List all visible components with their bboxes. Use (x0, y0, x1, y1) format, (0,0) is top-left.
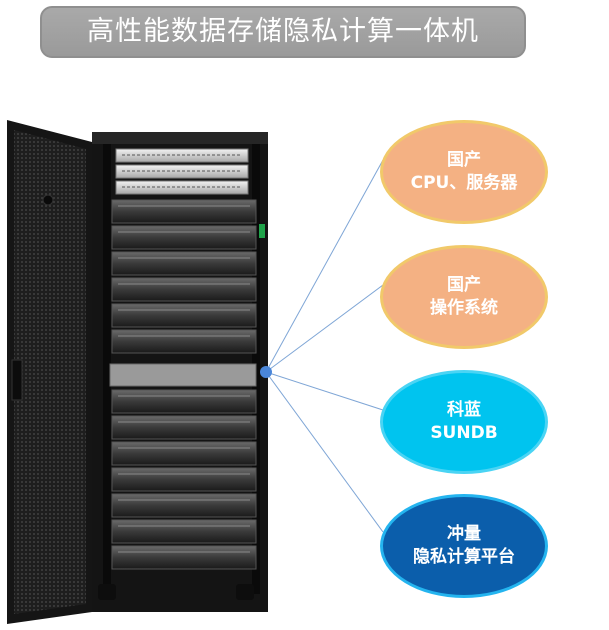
component-bubble-cpu-server: 国产 CPU、服务器 (380, 120, 548, 224)
connector-hub-dot (260, 366, 272, 378)
connector-line (265, 284, 384, 373)
component-bubble-privacy-platform: 冲量 隐私计算平台 (380, 494, 548, 598)
rack-rail-left (103, 144, 111, 594)
server-unit (111, 329, 257, 354)
bubble-line1: 冲量 (447, 524, 481, 544)
title-banner: 高性能数据存储隐私计算一体机 (40, 6, 526, 58)
blank-panel (109, 363, 257, 387)
bubble-line1: 国产 (447, 275, 481, 295)
server-unit (111, 251, 257, 276)
server-unit (111, 415, 257, 440)
connector-line (265, 371, 384, 411)
server-unit (111, 545, 257, 570)
door-lock-icon (42, 194, 54, 206)
connector-line (265, 159, 384, 373)
bubble-line2: 隐私计算平台 (413, 547, 515, 567)
bubble-line2: CPU、服务器 (410, 173, 518, 193)
component-bubble-os: 国产 操作系统 (380, 245, 548, 349)
rack-top (92, 132, 268, 144)
rack-foot-right (236, 584, 254, 600)
server-unit (111, 225, 257, 250)
server-unit (111, 467, 257, 492)
page-title: 高性能数据存储隐私计算一体机 (87, 16, 479, 47)
rack-foot-left (98, 584, 116, 600)
bubble-line2: SUNDB (430, 423, 498, 443)
server-unit (111, 441, 257, 466)
component-bubble-database: 科蓝 SUNDB (380, 370, 548, 474)
server-unit (111, 389, 257, 414)
server-units (111, 199, 257, 570)
door-handle (11, 359, 23, 401)
bubble-line2: 操作系统 (430, 298, 498, 318)
network-switches (115, 148, 249, 195)
bubble-line1: 国产 (447, 150, 481, 170)
server-unit (111, 519, 257, 544)
bubble-line1: 科蓝 (447, 400, 481, 420)
server-rack (7, 120, 268, 624)
server-unit (111, 277, 257, 302)
connector-line (265, 371, 384, 533)
server-unit (111, 199, 257, 224)
server-unit (111, 493, 257, 518)
status-led-icon (259, 224, 265, 238)
connector-lines (265, 159, 384, 533)
rack-door-mesh (14, 130, 86, 614)
server-unit (111, 303, 257, 328)
